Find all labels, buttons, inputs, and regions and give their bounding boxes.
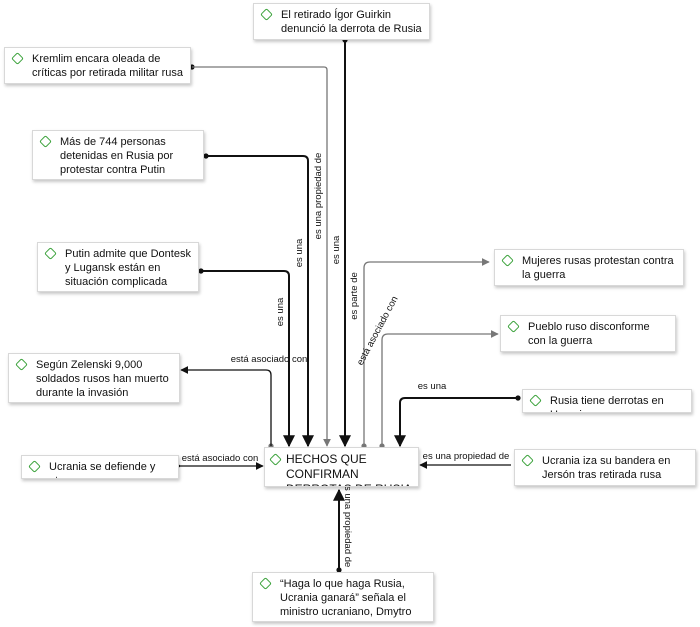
node-pueblo[interactable]: Pueblo ruso disconforme con la guerra (500, 315, 676, 352)
link-label: es una propiedad de (313, 153, 324, 240)
node-text: Rusia tiene derrotas en Ucrania (550, 395, 664, 412)
node-text: “Haga lo que haga Rusia, Ucrania ganará”… (280, 578, 412, 621)
concept-icon (15, 358, 28, 371)
node-kuleba[interactable]: “Haga lo que haga Rusia, Ucrania ganará”… (252, 572, 434, 622)
link-label: es una (275, 297, 286, 326)
link-label: está asociado con (231, 354, 308, 365)
link-label: está asociado con (182, 453, 259, 464)
concept-icon (11, 52, 24, 65)
node-text: Pueblo ruso disconforme con la guerra (528, 321, 650, 347)
concept-icon (507, 320, 520, 333)
node-text: Según Zelenski 9,000 soldados rusos han … (36, 359, 169, 399)
concept-icon (44, 247, 57, 260)
node-guirkin[interactable]: El retirado Ígor Guirkin denunció la der… (253, 3, 430, 40)
node-text: Ucrania se defiende y ataca (49, 461, 156, 478)
link-label: es una propiedad de (423, 451, 510, 462)
link-label: es una propiedad de (342, 481, 353, 568)
link-guirkin: es una (331, 37, 351, 448)
node-mujeres[interactable]: Mujeres rusas protestan contra la guerra (494, 249, 684, 286)
concept-icon (28, 460, 41, 473)
node-detenidas[interactable]: Más de 744 personas detenidas en Rusia p… (32, 130, 204, 180)
link-label: es parte de (349, 272, 360, 320)
node-text: Putin admite que Dontesk y Lugansk están… (65, 248, 191, 288)
concept-icon (259, 577, 272, 590)
link-detenidas: es una (203, 153, 314, 448)
link-kremlin: es una propiedad de (189, 64, 331, 447)
node-center[interactable]: HECHOS QUE CONFIRMAN DERROTAS DE RUSIA (264, 447, 419, 487)
concept-icon (501, 254, 514, 267)
node-kremlin[interactable]: Kremlim encara oleada de críticas por re… (4, 47, 191, 84)
link-jerson: es una propiedad de (419, 451, 511, 469)
link-label: está asociado con (355, 294, 401, 367)
concept-icon (260, 8, 273, 21)
link-putin: es una (198, 268, 295, 448)
concept-icon (39, 135, 52, 148)
node-text: Ucrania iza su bandera en Jersón tras re… (542, 455, 671, 481)
node-zelenski[interactable]: Según Zelenski 9,000 soldados rusos han … (8, 353, 180, 403)
node-text: Mujeres rusas protestan contra la guerra (522, 255, 674, 281)
node-text: Más de 744 personas detenidas en Rusia p… (60, 136, 174, 176)
node-text: El retirado Ígor Guirkin denunció la der… (281, 9, 422, 35)
link-label: es una (418, 381, 447, 392)
node-jerson[interactable]: Ucrania iza su bandera en Jersón tras re… (514, 449, 696, 486)
node-defiende[interactable]: Ucrania se defiende y ataca (21, 455, 179, 479)
link-pueblo: está asociado con (355, 294, 499, 449)
link-kuleba: es una propiedad de (333, 481, 353, 573)
node-derrotas[interactable]: Rusia tiene derrotas en Ucrania (522, 389, 692, 413)
concept-icon (529, 394, 542, 407)
node-text: Kremlim encara oleada de críticas por re… (32, 53, 183, 79)
link-derrotas: es una (394, 381, 521, 448)
link-label: es una (331, 235, 342, 264)
link-label: es una (294, 238, 305, 267)
link-defiende: está asociado con (173, 453, 264, 470)
concept-icon (269, 453, 282, 466)
node-text: HECHOS QUE CONFIRMAN DERROTAS DE RUSIA (286, 452, 412, 486)
concept-icon (521, 454, 534, 467)
node-putin[interactable]: Putin admite que Dontesk y Lugansk están… (37, 242, 199, 292)
